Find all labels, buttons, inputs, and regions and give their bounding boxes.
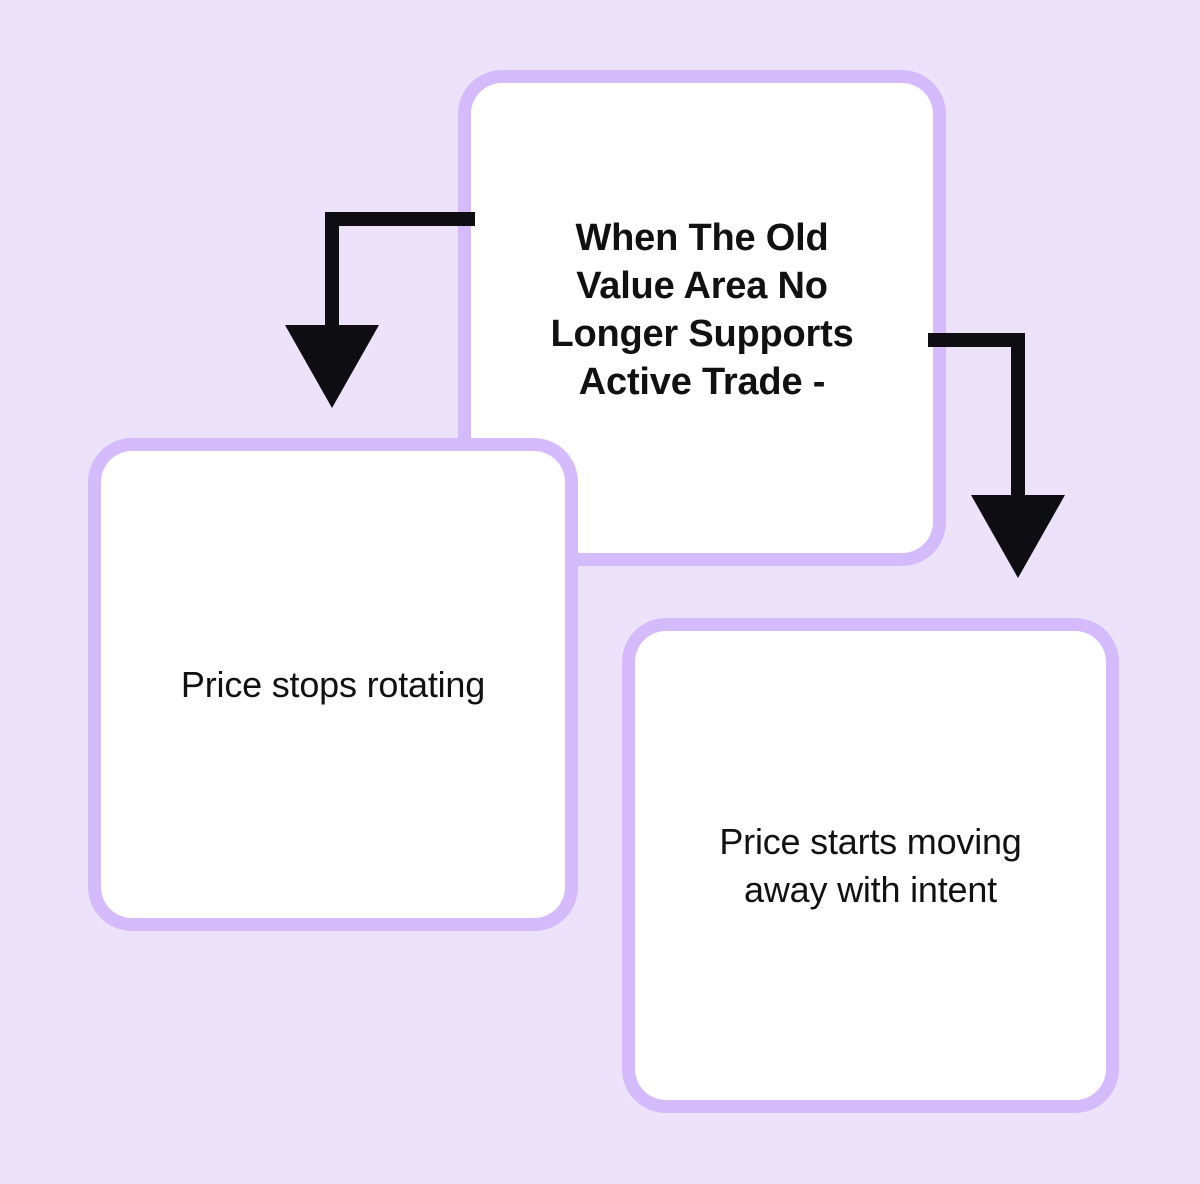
arrow-root-to-bottom-head-icon (971, 495, 1065, 578)
arrow-root-to-left-line (325, 212, 475, 332)
node-text-root: When The Old Value Area No Longer Suppor… (550, 216, 854, 404)
node-text-bottom: Price starts moving away with intent (719, 820, 1022, 910)
node-price-stops-rotating[interactable]: Price stops rotating (88, 438, 578, 931)
node-text-left: Price stops rotating (180, 663, 486, 705)
arrow-root-to-left-head-icon (285, 325, 379, 408)
node-price-starts-moving[interactable]: Price starts moving away with intent (622, 618, 1119, 1113)
